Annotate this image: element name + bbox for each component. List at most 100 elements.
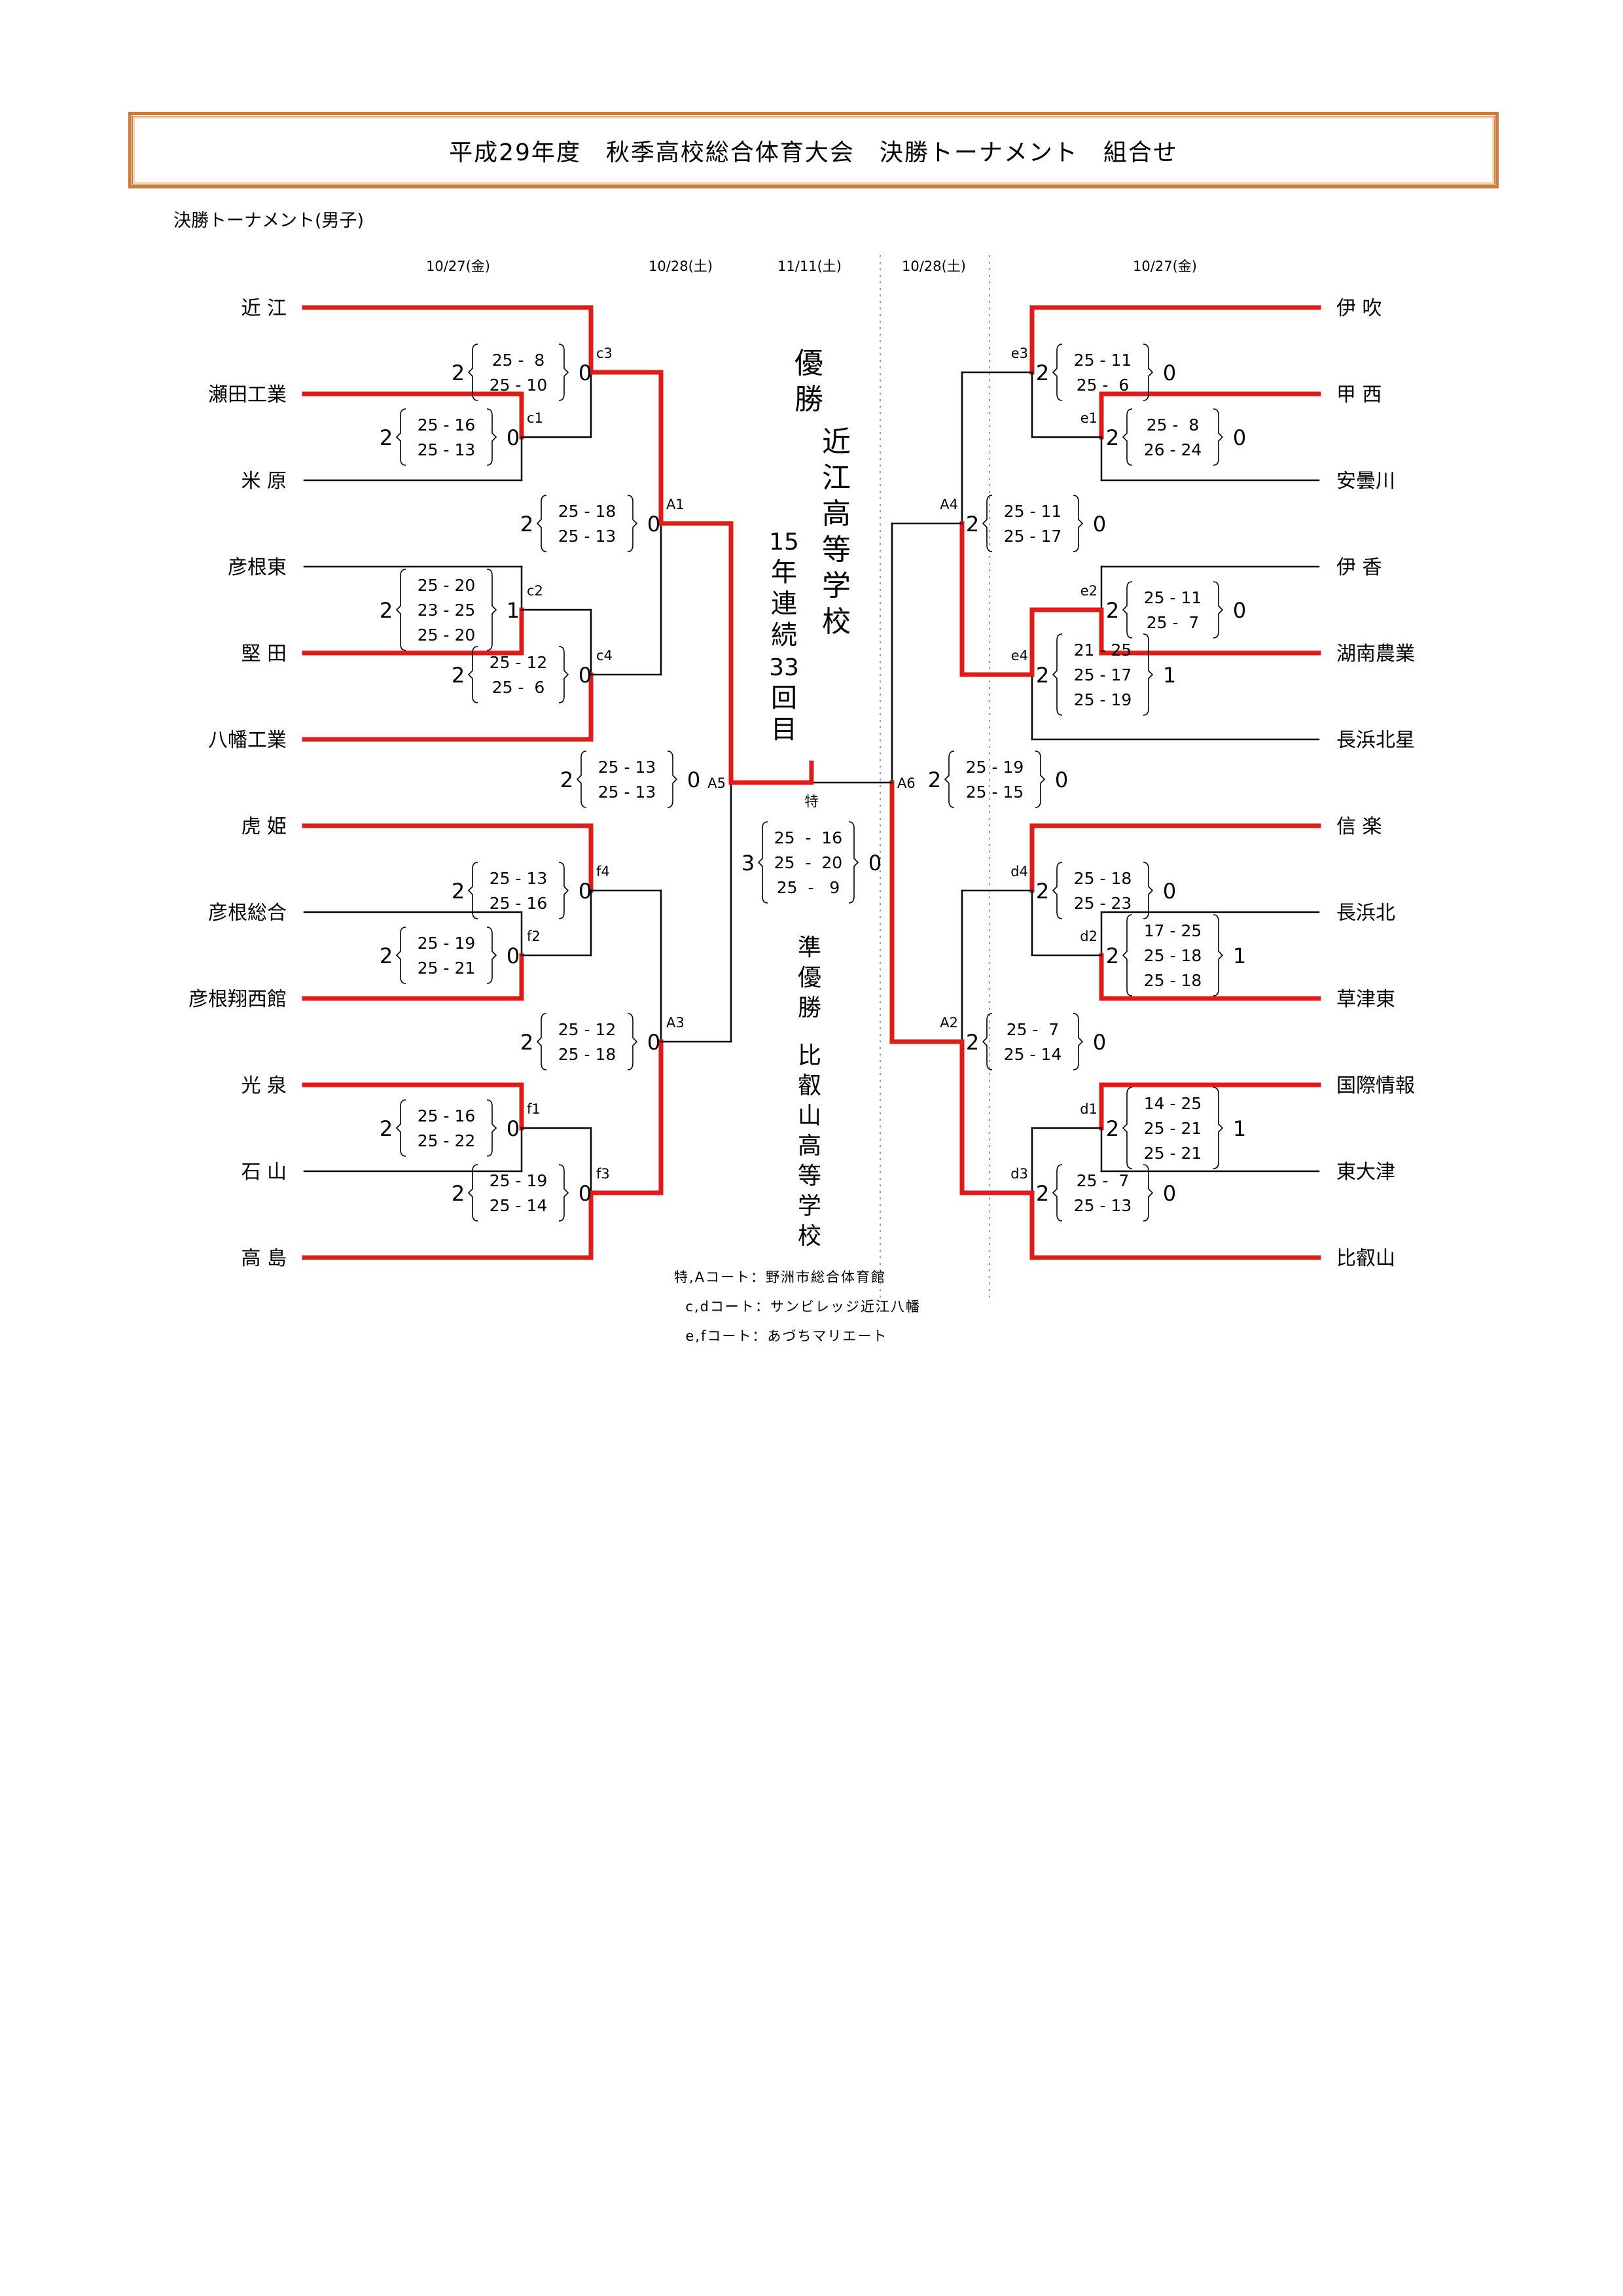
- team-name-left: 虎 姫: [241, 815, 287, 838]
- date-left-r2: 10/28(土): [649, 258, 713, 274]
- match-id-label: c1: [527, 410, 543, 426]
- score-sets-lost: 1: [1233, 944, 1246, 968]
- match-id-label: d2: [1080, 928, 1097, 944]
- champion-note: 年: [771, 557, 797, 588]
- match-id-label: A1: [666, 497, 685, 512]
- match-id-label: A3: [666, 1015, 685, 1031]
- date-right-r2: 10/28(土): [902, 258, 966, 274]
- score-brace-left: [395, 408, 406, 466]
- score-sets-lost: 0: [579, 879, 592, 904]
- score-sets-won: 2: [452, 663, 465, 688]
- set-score: 25 - 21: [418, 959, 476, 978]
- score-sets-won: 2: [1106, 944, 1119, 968]
- team-name-left: 堅 田: [241, 643, 287, 665]
- team-name-right: 湖南農業: [1336, 643, 1415, 665]
- score-sets-won: 2: [966, 512, 979, 537]
- score-sets-lost: 0: [579, 663, 592, 688]
- champion-school: 高: [822, 497, 851, 531]
- score-sets-won: 2: [380, 598, 393, 623]
- page-title: 平成29年度 秋季高校総合体育大会 決勝トーナメント 組合せ: [449, 139, 1178, 166]
- set-score: 23 - 25: [418, 601, 476, 620]
- score-brace-left: [536, 1013, 547, 1070]
- score-brace-left: [1122, 914, 1133, 997]
- final-match-label: 特: [805, 794, 819, 809]
- score-sets-won: 2: [1106, 598, 1119, 623]
- score-sets-lost: 0: [579, 361, 592, 385]
- match-id-label: f2: [527, 928, 541, 944]
- score-brace-left: [1052, 862, 1063, 919]
- match-id-label: f3: [596, 1166, 610, 1182]
- set-score: 25 - 8: [1147, 415, 1200, 434]
- score-brace-left: [982, 1013, 993, 1070]
- set-score: 25 - 22: [418, 1131, 476, 1150]
- set-score: 25 - 7: [1147, 613, 1200, 632]
- set-score: 25 - 14: [490, 1196, 548, 1215]
- team-name-right: 伊 吹: [1336, 297, 1382, 320]
- runner-up-school: 学: [798, 1193, 821, 1220]
- set-score: 25 - 21: [1144, 1144, 1202, 1163]
- score-sets-lost: 0: [1163, 361, 1176, 385]
- set-score: 25 - 16: [418, 1106, 476, 1125]
- set-score: 25 - 18: [1144, 946, 1202, 965]
- score-sets-lost: 0: [1093, 512, 1106, 537]
- set-score: 25 - 18: [558, 502, 616, 521]
- match-id-label: e2: [1080, 583, 1097, 599]
- champion-school: 近: [822, 425, 851, 459]
- team-name-right: 伊 香: [1336, 556, 1382, 579]
- set-score: 25 - 6: [492, 678, 545, 697]
- score-brace-left: [467, 344, 478, 401]
- match-id-label: e3: [1011, 345, 1028, 361]
- champion-label: 勝: [794, 383, 823, 416]
- score-brace-right: [1073, 495, 1084, 552]
- team-name-right: 安曇川: [1336, 470, 1395, 493]
- champion-note: 15: [769, 529, 799, 556]
- team-name-left: 高 島: [241, 1247, 287, 1270]
- score-brace-left: [467, 646, 478, 703]
- team-name-right: 草津東: [1336, 988, 1395, 1011]
- score-sets-lost: 1: [1163, 663, 1176, 688]
- match-id-label: f1: [527, 1101, 541, 1117]
- score-brace-right: [1213, 914, 1224, 997]
- score-sets-won: 2: [520, 512, 533, 537]
- score-sets-lost: 0: [1233, 598, 1246, 623]
- team-name-right: 国際情報: [1336, 1074, 1415, 1097]
- score-sets-lost: 0: [1093, 1030, 1106, 1055]
- score-brace-left: [1122, 1087, 1133, 1169]
- runner-up-school: 高: [798, 1133, 821, 1159]
- legend-row: c,dコート：サンビレッジ近江八幡: [674, 1299, 921, 1315]
- score-sets-won: 2: [1036, 361, 1049, 385]
- set-score: 26 - 24: [1144, 440, 1202, 459]
- score-sets-won: 3: [741, 851, 755, 875]
- match-id-label: A4: [940, 497, 958, 512]
- team-name-left: 八幡工業: [208, 729, 287, 752]
- set-score: 25 - 23: [1074, 894, 1132, 913]
- match-id-label: d1: [1080, 1101, 1097, 1117]
- team-name-left: 彦根東: [228, 556, 287, 579]
- set-score: 25 - 13: [490, 869, 548, 888]
- score-sets-lost: 0: [579, 1181, 592, 1206]
- champion-label: 優: [794, 347, 823, 380]
- set-score: 25 - 16: [418, 415, 476, 434]
- score-brace-left: [395, 569, 406, 651]
- score-sets-lost: 0: [1163, 1181, 1176, 1206]
- match-id-label: c3: [596, 345, 613, 361]
- set-score: 25 - 19: [1074, 690, 1132, 709]
- champion-school: 江: [822, 461, 851, 495]
- score-brace-right: [627, 495, 638, 552]
- set-score: 25 - 13: [1074, 1196, 1132, 1215]
- score-sets-lost: 1: [507, 598, 520, 623]
- score-sets-lost: 0: [507, 425, 520, 450]
- set-score: 25 - 19: [490, 1171, 548, 1190]
- team-name-right: 比叡山: [1336, 1247, 1395, 1270]
- date-left-r1: 10/27(金): [426, 258, 490, 274]
- team-name-left: 彦根総合: [208, 902, 287, 925]
- score-brace-right: [667, 751, 678, 808]
- set-score: 25 - 15: [966, 783, 1024, 802]
- team-name-left: 瀬田工業: [208, 383, 287, 406]
- score-brace-left: [576, 751, 587, 808]
- score-brace-right: [558, 646, 569, 703]
- champion-school: 等: [822, 533, 851, 567]
- champion-note: 連: [771, 589, 797, 619]
- score-brace-right: [627, 1013, 638, 1070]
